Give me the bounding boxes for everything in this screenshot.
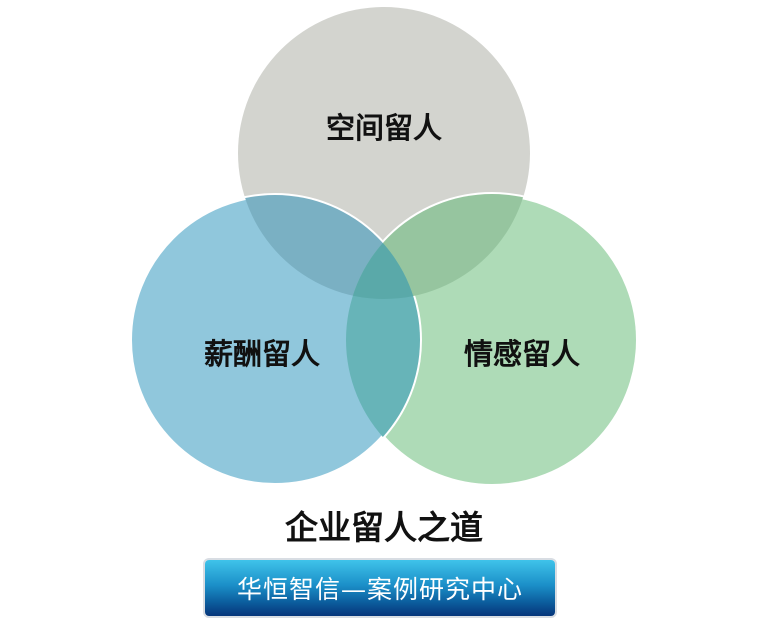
banner-text: 华恒智信—案例研究中心 bbox=[236, 575, 523, 604]
label-emotion-retention: 情感留人 bbox=[463, 337, 581, 371]
source-banner: 华恒智信—案例研究中心 bbox=[205, 560, 555, 616]
label-salary-retention: 薪酬留人 bbox=[203, 337, 321, 371]
diagram-title: 企业留人之道 bbox=[285, 508, 483, 547]
overlap-space-emotion bbox=[346, 194, 530, 299]
overlap-space-salary bbox=[238, 195, 420, 299]
label-space-retention: 空间留人 bbox=[325, 111, 443, 145]
